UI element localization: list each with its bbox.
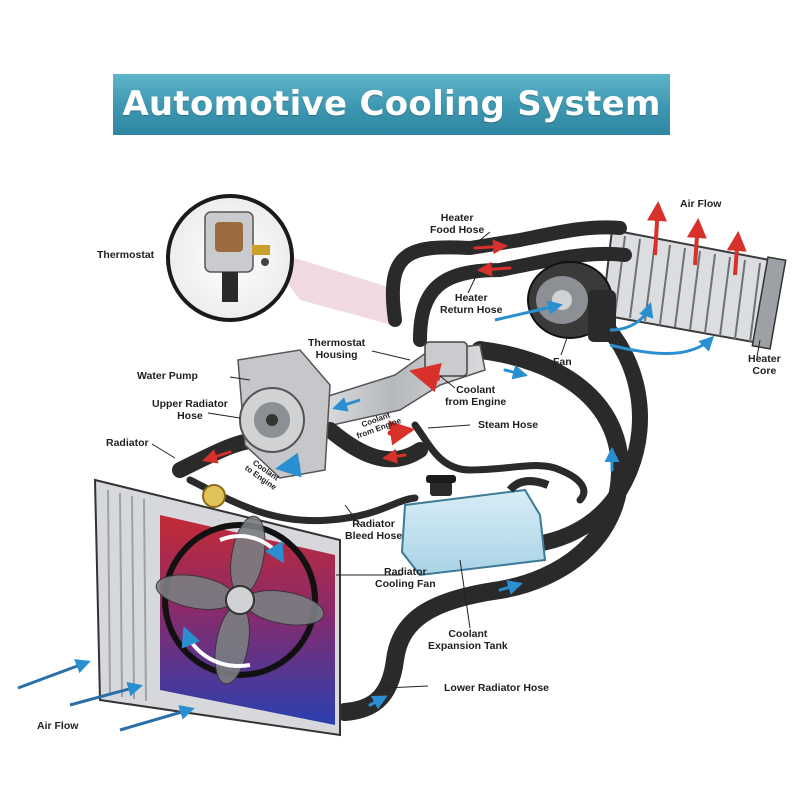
label-radiator: Radiator: [106, 437, 149, 449]
heater-core: [600, 228, 787, 350]
title-banner: Automotive Cooling System: [113, 74, 670, 135]
label-lower-radiator-hose: Lower Radiator Hose: [444, 682, 550, 694]
water-pump: [237, 349, 331, 479]
label-steam-hose: Steam Hose: [478, 419, 539, 431]
leader-lines: [151, 231, 761, 689]
label-air-flow-top: Air Flow: [680, 198, 722, 210]
label-heater-core: Heater Core: [748, 353, 781, 377]
label-upper-radiator-hose: Upper Radiator Hose: [152, 398, 228, 422]
label-fan: Fan: [553, 356, 572, 368]
radiator: [93, 478, 341, 737]
label-thermostat-housing: Thermostat Housing: [308, 337, 366, 361]
label-air-flow-bottom: Air Flow: [37, 720, 79, 732]
zoom-beam: [262, 248, 398, 325]
label-radiator-bleed-hose: Radiator Bleed Hose: [345, 518, 403, 542]
label-coolant-expansion-tank: Coolant Expansion Tank: [428, 628, 508, 652]
coolant-expansion-tank: [400, 475, 550, 577]
air-flow-top-arrows: [647, 201, 747, 276]
label-coolant-from-engine: Coolant from Engine: [445, 384, 507, 408]
heater-hoses: [385, 220, 632, 347]
label-thermostat: Thermostat: [97, 249, 155, 261]
thermostat-housing: [299, 341, 486, 431]
label-heater-return-hose: Heater Return Hose: [440, 292, 503, 316]
label-heater-food-hose: Heater Food Hose: [430, 212, 485, 236]
page-title: Automotive Cooling System: [122, 84, 661, 124]
heater-flow-arrows: [494, 300, 715, 355]
label-water-pump: Water Pump: [137, 370, 198, 382]
thermostat-zoom-lens: [166, 194, 294, 322]
air-flow-bottom-arrows: [17, 659, 195, 732]
label-radiator-cooling-fan: Radiator Cooling Fan: [375, 566, 436, 590]
